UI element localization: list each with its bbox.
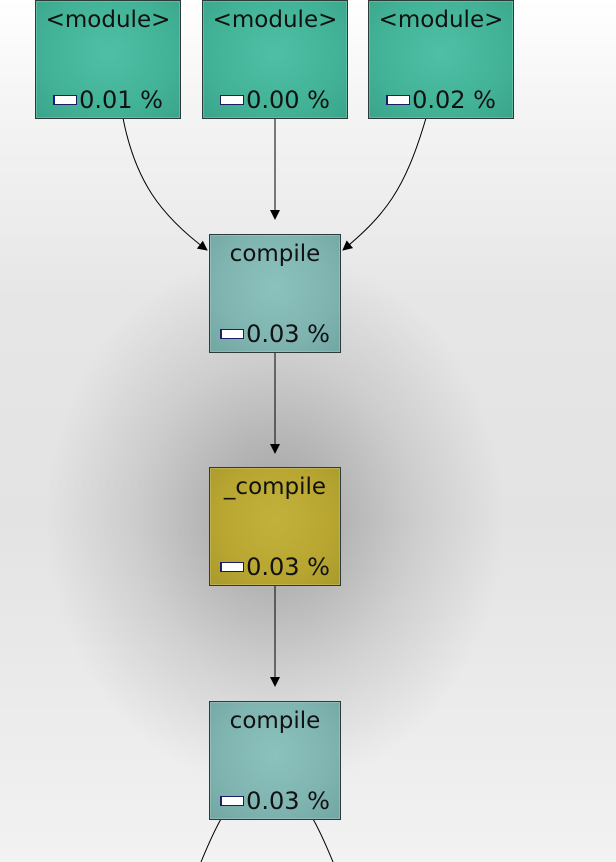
percent-bar (220, 95, 245, 105)
node-_compile[interactable]: _compile 0.03 % (209, 467, 341, 586)
node-percent: 0.02 % (412, 86, 496, 114)
percent-bar (386, 95, 411, 105)
percent-bar (220, 329, 245, 339)
percent-bar (53, 95, 78, 105)
node-label: <module> (212, 7, 338, 33)
node-module-3[interactable]: <module> 0.02 % (368, 0, 514, 119)
edge-compile-out-left (200, 818, 222, 862)
node-module-2[interactable]: <module> 0.00 % (202, 0, 348, 119)
node-compile-1[interactable]: compile 0.03 % (209, 234, 341, 353)
node-label: <module> (45, 7, 171, 33)
node-label: compile (229, 708, 321, 734)
node-percent: 0.00 % (246, 86, 330, 114)
node-label: compile (229, 241, 321, 267)
node-label: _compile (223, 474, 327, 500)
percent-bar (220, 562, 245, 572)
edge-compile-out-right (312, 818, 334, 862)
node-compile-2[interactable]: compile 0.03 % (209, 701, 341, 820)
node-percent: 0.03 % (246, 553, 330, 581)
percent-bar (220, 796, 245, 806)
node-module-1[interactable]: <module> 0.01 % (35, 0, 181, 119)
node-label: <module> (378, 7, 504, 33)
node-percent: 0.01 % (79, 86, 163, 114)
edge-module-3-to-compile (342, 117, 427, 251)
node-percent: 0.03 % (246, 320, 330, 348)
edge-module-1-to-compile (122, 117, 208, 251)
node-percent: 0.03 % (246, 787, 330, 815)
